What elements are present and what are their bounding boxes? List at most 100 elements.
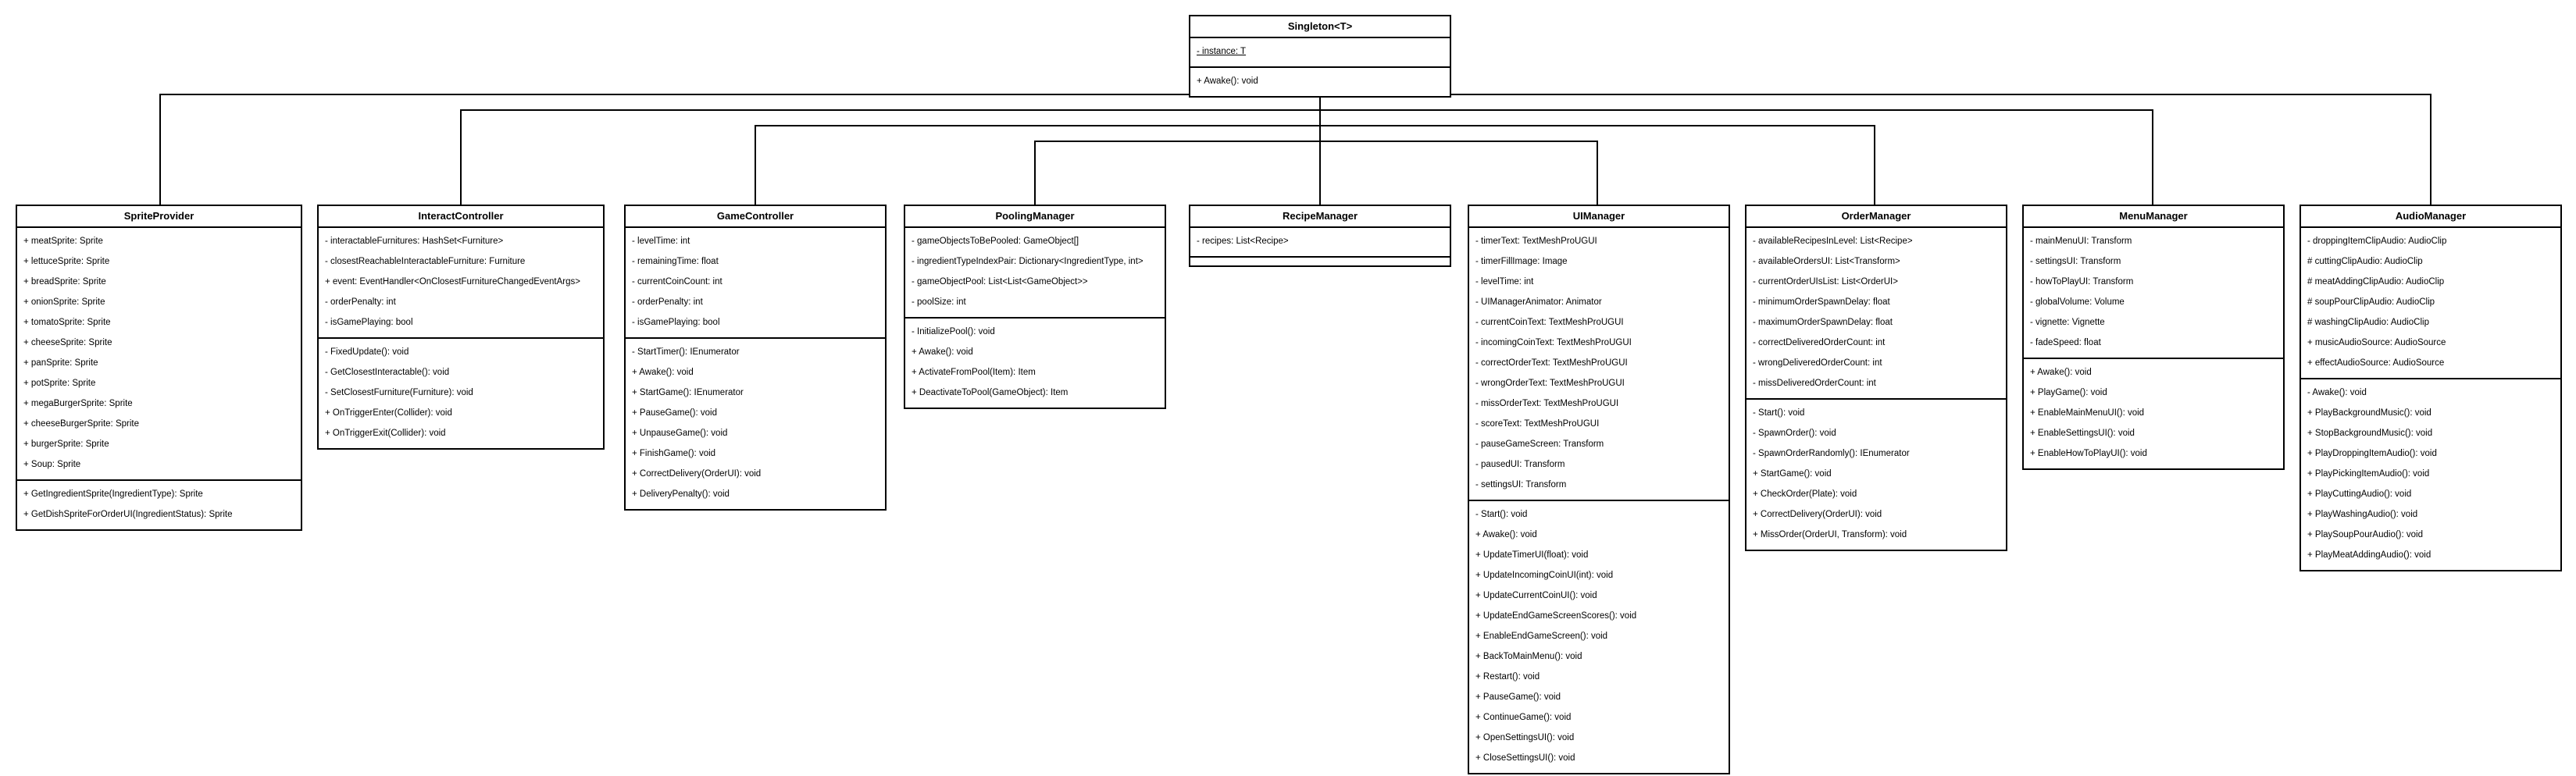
attribute: - pauseGameScreen: Transform	[1475, 440, 1604, 449]
method: + Awake(): void	[2030, 368, 2092, 377]
attribute: + event: EventHandler<OnClosestFurniture…	[325, 277, 580, 287]
attribute: + onionSprite: Sprite	[23, 297, 105, 307]
method: + DeactivateToPool(GameObject): Item	[912, 388, 1069, 397]
attribute: + cheeseBurgerSprite: Sprite	[23, 419, 139, 429]
attribute: + potSprite: Sprite	[23, 379, 96, 388]
attribute: - orderPenalty: int	[325, 297, 396, 307]
method: + UpdateTimerUI(float): void	[1475, 550, 1589, 560]
attribute: - isGamePlaying: bool	[632, 318, 720, 327]
method: + OnTriggerExit(Collider): void	[325, 429, 446, 438]
method: + StartGame(): void	[1753, 469, 1832, 479]
attribute: - orderPenalty: int	[632, 297, 703, 307]
method: + BackToMainMenu(): void	[1475, 652, 1582, 661]
method: - Awake(): void	[2307, 388, 2367, 397]
attribute: - timerText: TextMeshProUGUI	[1475, 237, 1597, 246]
class-singleton: Singleton<T> - instance: T + Awake(): vo…	[1189, 15, 1451, 98]
method: + UpdateCurrentCoinUI(): void	[1475, 591, 1597, 600]
attribute: - wrongDeliveredOrderCount: int	[1753, 358, 1882, 368]
connector-poolingmanager	[1034, 141, 1598, 205]
class-name: GameController	[626, 206, 885, 228]
method: - FixedUpdate(): void	[325, 347, 409, 357]
attribute: - UIManagerAnimator: Animator	[1475, 297, 1602, 307]
method: + EnableEndGameScreen(): void	[1475, 632, 1608, 641]
attribute: - mainMenuUI: Transform	[2030, 237, 2132, 246]
attributes-section: + meatSprite: Sprite + lettuceSprite: Sp…	[17, 228, 301, 481]
method: + DeliveryPenalty(): void	[632, 489, 730, 499]
method: + Awake(): void	[912, 347, 973, 357]
class-name: PoolingManager	[905, 206, 1165, 228]
attribute: - correctOrderText: TextMeshProUGUI	[1475, 358, 1628, 368]
attribute: - vignette: Vignette	[2030, 318, 2105, 327]
class-name: AudioManager	[2301, 206, 2560, 228]
attribute: - correctDeliveredOrderCount: int	[1753, 338, 1886, 347]
attribute: - howToPlayUI: Transform	[2030, 277, 2134, 287]
class-name: UIManager	[1469, 206, 1729, 228]
attribute: - pausedUI: Transform	[1475, 460, 1565, 469]
methods-section	[1190, 258, 1450, 265]
attribute: - gameObjectsToBePooled: GameObject[]	[912, 237, 1079, 246]
attribute: + musicAudioSource: AudioSource	[2307, 338, 2446, 347]
attribute: - levelTime: int	[632, 237, 690, 246]
attributes-section: - availableRecipesInLevel: List<Recipe> …	[1746, 228, 2006, 400]
attribute: - instance: T	[1197, 47, 1247, 56]
attribute: + effectAudioSource: AudioSource	[2307, 358, 2445, 368]
class-name: MenuManager	[2024, 206, 2283, 228]
class-poolingmanager: PoolingManager - gameObjectsToBePooled: …	[904, 205, 1166, 409]
method: + CorrectDelivery(OrderUI): void	[632, 469, 762, 479]
attribute: # cuttingClipAudio: AudioClip	[2307, 257, 2423, 266]
class-ordermanager: OrderManager - availableRecipesInLevel: …	[1745, 205, 2007, 551]
attributes-section: - gameObjectsToBePooled: GameObject[] - …	[905, 228, 1165, 319]
attribute: + lettuceSprite: Sprite	[23, 257, 110, 266]
attribute: - interactableFurnitures: HashSet<Furnit…	[325, 237, 504, 246]
methods-section: + Awake(): void + PlayGame(): void + Ena…	[2024, 359, 2283, 468]
method: + Awake(): void	[1475, 530, 1537, 539]
attribute: + cheeseSprite: Sprite	[23, 338, 112, 347]
method: + CorrectDelivery(OrderUI): void	[1753, 510, 1882, 519]
attribute: - timerFillImage: Image	[1475, 257, 1568, 266]
attributes-section: - timerText: TextMeshProUGUI - timerFill…	[1469, 228, 1729, 501]
attribute: - wrongOrderText: TextMeshProUGUI	[1475, 379, 1625, 388]
method: - SpawnOrderRandomly(): IEnumerator	[1753, 449, 1910, 458]
method: + PauseGame(): void	[632, 408, 717, 418]
method: + PlayMeatAddingAudio(): void	[2307, 550, 2432, 560]
method: + PlayCuttingAudio(): void	[2307, 489, 2412, 499]
attribute: - availableRecipesInLevel: List<Recipe>	[1753, 237, 1913, 246]
methods-section: - Start(): void + Awake(): void + Update…	[1469, 501, 1729, 773]
class-name: SpriteProvider	[17, 206, 301, 228]
attribute: + Soup: Sprite	[23, 460, 81, 469]
method: + UpdateEndGameScreenScores(): void	[1475, 611, 1637, 621]
attribute: - currentCoinText: TextMeshProUGUI	[1475, 318, 1624, 327]
method: + ActivateFromPool(Item): Item	[912, 368, 1036, 377]
attribute: - recipes: List<Recipe>	[1197, 237, 1289, 246]
method: + PauseGame(): void	[1475, 692, 1561, 702]
method: + FinishGame(): void	[632, 449, 716, 458]
method: + GetDishSpriteForOrderUI(IngredientStat…	[23, 510, 233, 519]
method: + Awake(): void	[1197, 77, 1258, 86]
class-name: OrderManager	[1746, 206, 2006, 228]
connector-interactcontroller	[460, 109, 2153, 205]
attributes-section: - recipes: List<Recipe>	[1190, 228, 1450, 258]
attribute: + burgerSprite: Sprite	[23, 440, 109, 449]
attribute: - currentOrderUIsList: List<OrderUI>	[1753, 277, 1898, 287]
attribute: + panSprite: Sprite	[23, 358, 98, 368]
methods-section: - StartTimer(): IEnumerator + Awake(): v…	[626, 339, 885, 509]
method: + UpdateIncomingCoinUI(int): void	[1475, 571, 1614, 580]
method: + ContinueGame(): void	[1475, 713, 1572, 722]
methods-section: - Awake(): void + PlayBackgroundMusic():…	[2301, 379, 2560, 570]
attribute: # washingClipAudio: AudioClip	[2307, 318, 2429, 327]
class-menumanager: MenuManager - mainMenuUI: Transform - se…	[2022, 205, 2285, 470]
methods-section: + Awake(): void	[1190, 68, 1450, 96]
attribute: + tomatoSprite: Sprite	[23, 318, 111, 327]
method: - Start(): void	[1475, 510, 1528, 519]
method: + EnableMainMenuUI(): void	[2030, 408, 2145, 418]
attribute: - remainingTime: float	[632, 257, 719, 266]
method: + PlayPickingItemAudio(): void	[2307, 469, 2430, 479]
connector-gamecontroller	[755, 125, 1875, 205]
attributes-section: - mainMenuUI: Transform - settingsUI: Tr…	[2024, 228, 2283, 359]
class-spriteprovider: SpriteProvider + meatSprite: Sprite + le…	[16, 205, 302, 531]
attribute: # soupPourClipAudio: AudioClip	[2307, 297, 2435, 307]
attribute: - gameObjectPool: List<List<GameObject>>	[912, 277, 1088, 287]
attribute: - missDeliveredOrderCount: int	[1753, 379, 1876, 388]
class-name: Singleton<T>	[1190, 16, 1450, 38]
attribute: - settingsUI: Transform	[2030, 257, 2121, 266]
